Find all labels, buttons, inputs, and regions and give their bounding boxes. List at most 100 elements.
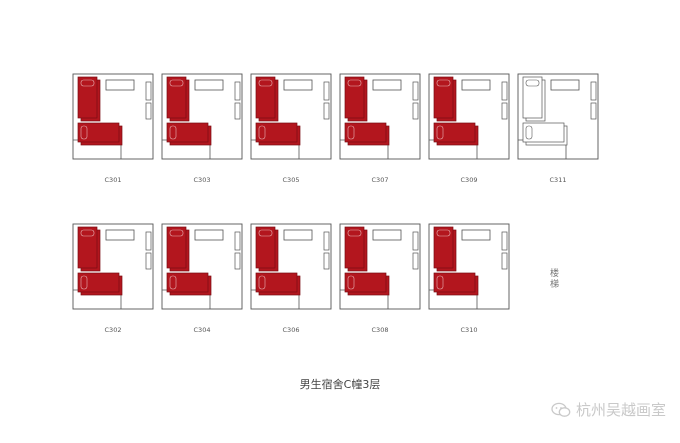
desk <box>372 229 402 241</box>
bed-vertical <box>77 76 98 119</box>
room-c303: C303 <box>161 73 243 184</box>
room-wall <box>250 223 332 310</box>
floor-title: 男生宿舍C幢3层 <box>299 378 381 391</box>
wardrobe <box>234 81 241 101</box>
room-wall <box>161 73 243 160</box>
wardrobe <box>323 102 330 120</box>
bed-horizontal <box>255 272 298 293</box>
wardrobe <box>501 231 508 251</box>
desk <box>105 229 135 241</box>
room-c309: C309 <box>428 73 510 184</box>
pillow <box>525 79 540 87</box>
pillow <box>169 125 177 140</box>
wardrobe <box>323 81 330 101</box>
room-label: C302 <box>105 326 122 334</box>
stairs-label: 楼梯 <box>548 268 558 290</box>
pillow <box>80 125 88 140</box>
bed-horizontal <box>166 122 209 143</box>
pillow <box>80 79 95 87</box>
desk <box>194 229 224 241</box>
bed-horizontal <box>344 122 387 143</box>
pillow <box>258 79 273 87</box>
wardrobe <box>145 231 152 251</box>
pillow <box>80 229 95 237</box>
room-label: C310 <box>461 326 478 334</box>
bed-horizontal <box>433 122 476 143</box>
wardrobe <box>145 81 152 101</box>
desk <box>283 229 313 241</box>
desk <box>461 229 491 241</box>
desk <box>550 79 580 91</box>
wardrobe <box>145 102 152 120</box>
bed-vertical <box>255 226 276 269</box>
bed-vertical <box>433 76 454 119</box>
watermark-text: 杭州吴越画室 <box>575 401 666 419</box>
room-label: C304 <box>194 326 211 334</box>
bed-vertical <box>255 76 276 119</box>
room-label: C303 <box>194 176 211 184</box>
wardrobe <box>323 252 330 270</box>
wardrobe <box>590 81 597 101</box>
pillow <box>436 275 444 290</box>
bed-vertical <box>433 226 454 269</box>
wardrobe <box>234 231 241 251</box>
bed-horizontal <box>433 272 476 293</box>
wardrobe <box>412 252 419 270</box>
pillow <box>169 79 184 87</box>
pillow <box>169 275 177 290</box>
room-wall <box>339 223 421 310</box>
room-label: C309 <box>461 176 478 184</box>
bed-horizontal <box>77 272 120 293</box>
wardrobe <box>234 102 241 120</box>
room-label: C307 <box>372 176 389 184</box>
room-c307: C307 <box>339 73 421 184</box>
room-wall <box>161 223 243 310</box>
desk <box>461 79 491 91</box>
bed-vertical <box>344 76 365 119</box>
wardrobe <box>145 252 152 270</box>
wardrobe <box>590 102 597 120</box>
room-wall <box>428 73 510 160</box>
bed-horizontal <box>522 122 565 143</box>
room-c306: C306 <box>250 223 332 334</box>
wardrobe <box>412 102 419 120</box>
room-wall <box>339 73 421 160</box>
bed-vertical <box>77 226 98 269</box>
pillow <box>258 125 266 140</box>
wardrobe <box>323 231 330 251</box>
bed-vertical <box>522 76 543 119</box>
wardrobe <box>501 252 508 270</box>
room-label: C301 <box>105 176 122 184</box>
pillow <box>347 229 362 237</box>
pillow <box>258 275 266 290</box>
bed-horizontal <box>77 122 120 143</box>
room-wall <box>72 73 154 160</box>
room-wall <box>428 223 510 310</box>
pillow <box>347 275 355 290</box>
pillow <box>436 229 451 237</box>
room-c310: C310 <box>428 223 510 334</box>
room-c305: C305 <box>250 73 332 184</box>
bed-horizontal <box>255 122 298 143</box>
room-c304: C304 <box>161 223 243 334</box>
room-wall <box>517 73 599 160</box>
room-c301: C301 <box>72 73 154 184</box>
room-wall <box>250 73 332 160</box>
wechat-icon <box>551 402 571 417</box>
wardrobe <box>501 102 508 120</box>
desk <box>283 79 313 91</box>
bed-horizontal <box>344 272 387 293</box>
pillow <box>80 275 88 290</box>
bed-vertical <box>166 226 187 269</box>
room-c302: C302 <box>72 223 154 334</box>
bed-vertical <box>166 76 187 119</box>
room-label: C311 <box>550 176 567 184</box>
pillow <box>436 79 451 87</box>
room-label: C306 <box>283 326 300 334</box>
room-wall <box>72 223 154 310</box>
pillow <box>258 229 273 237</box>
desk <box>194 79 224 91</box>
room-label: C308 <box>372 326 389 334</box>
pillow <box>347 79 362 87</box>
